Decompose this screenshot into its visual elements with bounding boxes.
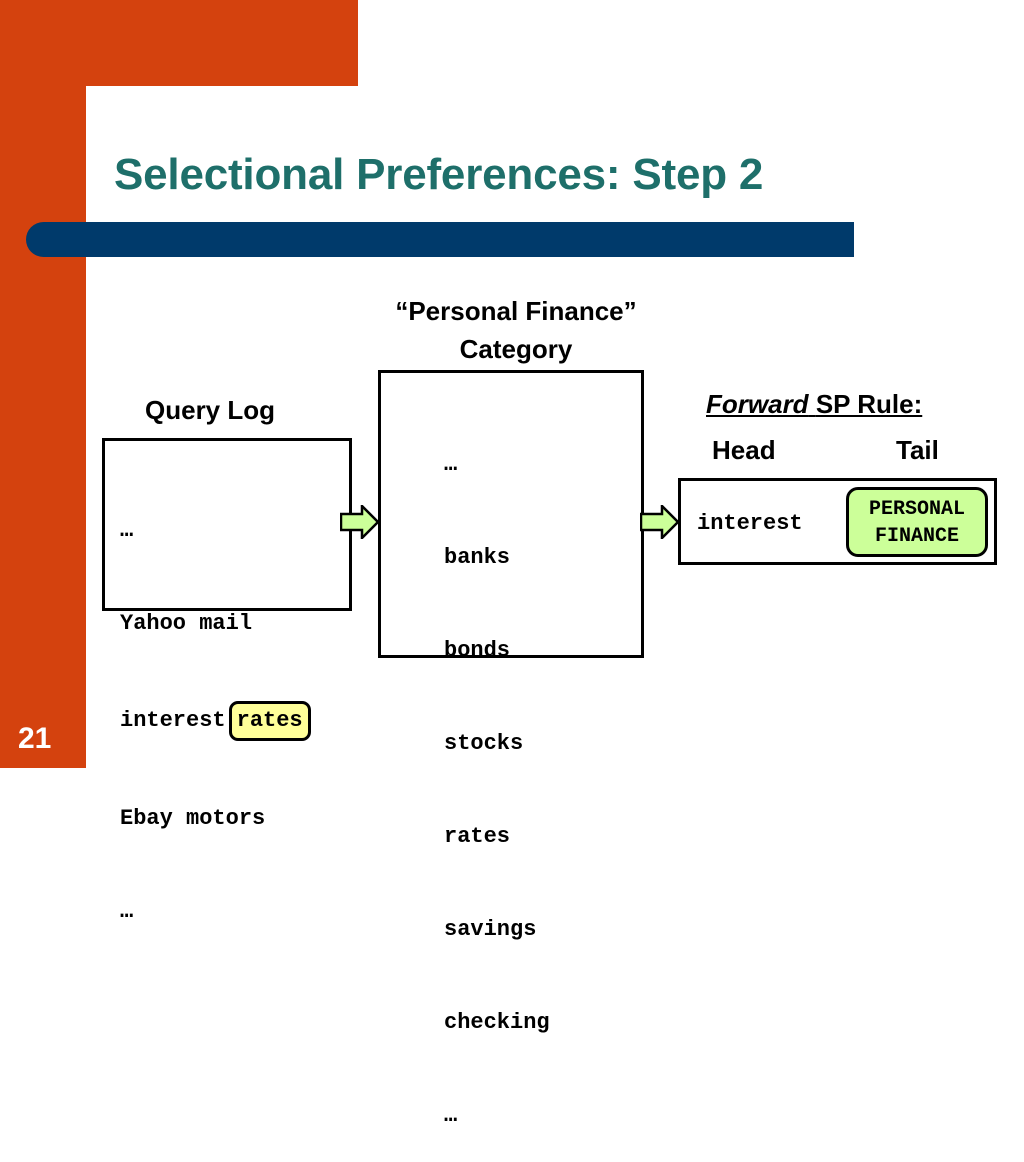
query-line: … (120, 899, 134, 924)
rule-head-value: interest (697, 511, 803, 536)
tail-value-line: PERSONAL (868, 498, 965, 521)
query-line: Yahoo mail (120, 611, 253, 636)
slide-number: 21 (18, 722, 52, 755)
query-line: … (120, 518, 134, 543)
tail-column-label: Tail (896, 435, 939, 465)
category-item: rates (444, 824, 511, 849)
arrow-right-icon (340, 505, 380, 539)
query-log-heading: Query Log (145, 395, 276, 425)
category-item: savings (444, 917, 537, 942)
rule-heading-rest: SP Rule: (815, 389, 923, 419)
category-box (378, 370, 644, 658)
query-word: interest (120, 708, 226, 733)
category-item: banks (444, 545, 511, 570)
personal-finance-tail-pill: PERSONAL FINANCE (846, 487, 988, 557)
rates-highlight-pill: rates (228, 701, 311, 741)
title-underline-bar (26, 222, 854, 257)
tail-value-line: FINANCE (874, 525, 959, 548)
left-accent-bar (0, 0, 86, 768)
query-log-box (102, 438, 352, 611)
rule-heading-forward: Forward (706, 389, 809, 419)
top-accent-block (0, 0, 358, 86)
slide-title: Selectional Preferences: Step 2 (114, 150, 764, 199)
category-item: … (444, 1103, 458, 1128)
category-item: bonds (444, 638, 511, 663)
rule-heading: Forward SP Rule: (706, 389, 922, 420)
category-word-list: … banks bonds stocks rates savings check… (444, 387, 550, 1162)
head-column-label: Head (712, 435, 776, 465)
category-heading-line-1: “Personal Finance” (395, 296, 637, 326)
query-line: Ebay motors (120, 806, 266, 831)
category-item: checking (444, 1010, 550, 1035)
category-item: stocks (444, 731, 524, 756)
category-item: … (444, 452, 458, 477)
category-heading-line-2: Category (459, 334, 573, 364)
arrow-right-icon (640, 505, 680, 539)
